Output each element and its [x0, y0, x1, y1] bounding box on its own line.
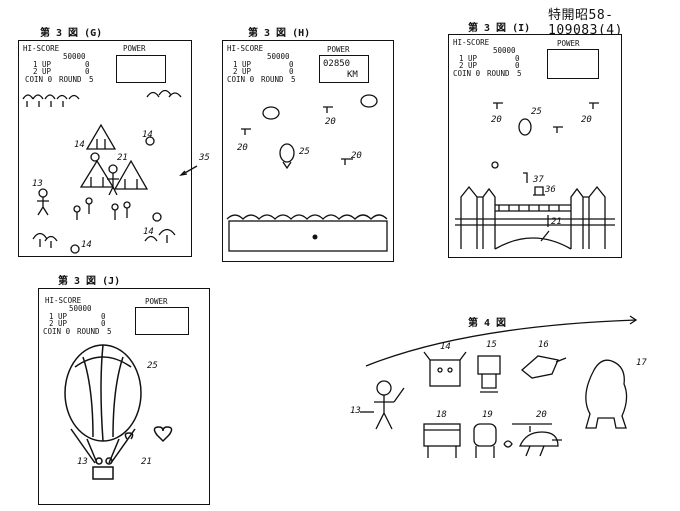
- ref-19: 19: [482, 410, 493, 420]
- power-meter-box: [319, 55, 369, 83]
- ref-14: 14: [440, 342, 451, 352]
- p2-value: 0: [515, 61, 520, 70]
- hi-score-value: 50000: [267, 52, 290, 61]
- ref-25: 25: [147, 361, 158, 371]
- power-label: POWER: [123, 44, 146, 53]
- ref-14: 14: [142, 130, 153, 140]
- figure-g-label: 第 3 図 (G): [40, 28, 103, 39]
- figure-i-scene: [455, 102, 615, 250]
- ref-20: 20: [325, 117, 336, 127]
- round-value: 5: [517, 69, 522, 78]
- p1-value: 0: [101, 312, 106, 321]
- distance-value: 02850: [323, 59, 351, 69]
- figure-h-label: 第 3 図 (H): [248, 28, 311, 39]
- figure-g-panel: HI-SCORE 50000 1 UP 2 UP 0 0 COIN 0 ROUN…: [18, 40, 210, 257]
- ref-20: 20: [491, 115, 502, 125]
- figure-j-scene: [64, 344, 173, 480]
- p2-label: 2 UP: [459, 61, 478, 70]
- hi-score-label: HI-SCORE: [45, 296, 82, 305]
- figure-i-panel: HI-SCORE 50000 1 UP 2 UP 0 0 COIN 0 ROUN…: [448, 34, 622, 258]
- figure-j-panel: HI-SCORE 50000 1 UP 2 UP 0 0 COIN 0 ROUN…: [38, 288, 210, 505]
- coin-label: COIN 0: [227, 75, 255, 84]
- ref-14: 14: [81, 240, 92, 250]
- ref-21: 21: [551, 217, 562, 227]
- hi-score-value: 50000: [63, 52, 86, 61]
- round-label: ROUND: [261, 75, 284, 84]
- p1-value: 0: [85, 60, 90, 69]
- figure-h-scene: [226, 94, 388, 252]
- coin-label: COIN 0: [43, 327, 71, 336]
- ref-20: 20: [536, 410, 547, 420]
- figure-g-scene: [22, 89, 198, 254]
- ref-13: 13: [32, 179, 43, 189]
- figure-h-panel: HI-SCORE 50000 1 UP 2 UP 0 0 COIN 0 ROUN…: [222, 40, 394, 262]
- p2-value: 0: [289, 67, 294, 76]
- ref-20: 20: [237, 143, 248, 153]
- ref-37: 37: [533, 175, 544, 185]
- figure-i-label: 第 3 図 (I): [468, 23, 531, 34]
- round-label: ROUND: [77, 327, 100, 336]
- p2-value: 0: [85, 67, 90, 76]
- ref-14: 14: [143, 227, 154, 237]
- hi-score-label: HI-SCORE: [453, 38, 490, 47]
- p2-label: 2 UP: [49, 319, 68, 328]
- ref-16: 16: [538, 340, 549, 350]
- power-label: POWER: [145, 297, 168, 306]
- ref-13: 13: [350, 406, 361, 416]
- ref-35: 35: [199, 153, 210, 163]
- ref-20: 20: [351, 151, 362, 161]
- p2-label: 2 UP: [33, 67, 52, 76]
- ref-25: 25: [531, 107, 542, 117]
- power-label: POWER: [327, 45, 350, 54]
- round-value: 5: [89, 75, 94, 84]
- p1-label: 1 UP: [33, 60, 52, 69]
- p2-value: 0: [101, 319, 106, 328]
- ref-15: 15: [486, 340, 497, 350]
- power-meter-box: [135, 307, 189, 335]
- round-label: ROUND: [487, 69, 510, 78]
- figure-j-label: 第 3 図 (J): [58, 276, 121, 287]
- coin-label: COIN 0: [453, 69, 481, 78]
- ref-21: 21: [117, 153, 128, 163]
- hi-score-value: 50000: [69, 304, 92, 313]
- power-label: POWER: [557, 39, 580, 48]
- power-meter-box: [116, 55, 166, 83]
- p1-value: 0: [289, 60, 294, 69]
- ref-25: 25: [299, 147, 310, 157]
- figure-4-label: 第 4 図: [468, 318, 507, 329]
- ref-21: 21: [141, 457, 152, 467]
- coin-label: COIN 0: [25, 75, 53, 84]
- ref-36: 36: [545, 185, 556, 195]
- ref-18: 18: [436, 410, 447, 420]
- p1-value: 0: [515, 54, 520, 63]
- p2-label: 2 UP: [233, 67, 252, 76]
- p1-label: 1 UP: [49, 312, 68, 321]
- distance-unit: KM: [347, 70, 358, 80]
- hi-score-label: HI-SCORE: [23, 44, 60, 53]
- hi-score-value: 50000: [493, 46, 516, 55]
- ref-20: 20: [581, 115, 592, 125]
- power-meter-box: [547, 49, 599, 79]
- ref-13: 13: [77, 457, 88, 467]
- ref-14: 14: [74, 140, 85, 150]
- round-label: ROUND: [59, 75, 82, 84]
- hi-score-label: HI-SCORE: [227, 44, 264, 53]
- ref-17: 17: [636, 358, 647, 368]
- p1-label: 1 UP: [233, 60, 252, 69]
- round-value: 5: [107, 327, 112, 336]
- round-value: 5: [291, 75, 296, 84]
- p1-label: 1 UP: [459, 54, 478, 63]
